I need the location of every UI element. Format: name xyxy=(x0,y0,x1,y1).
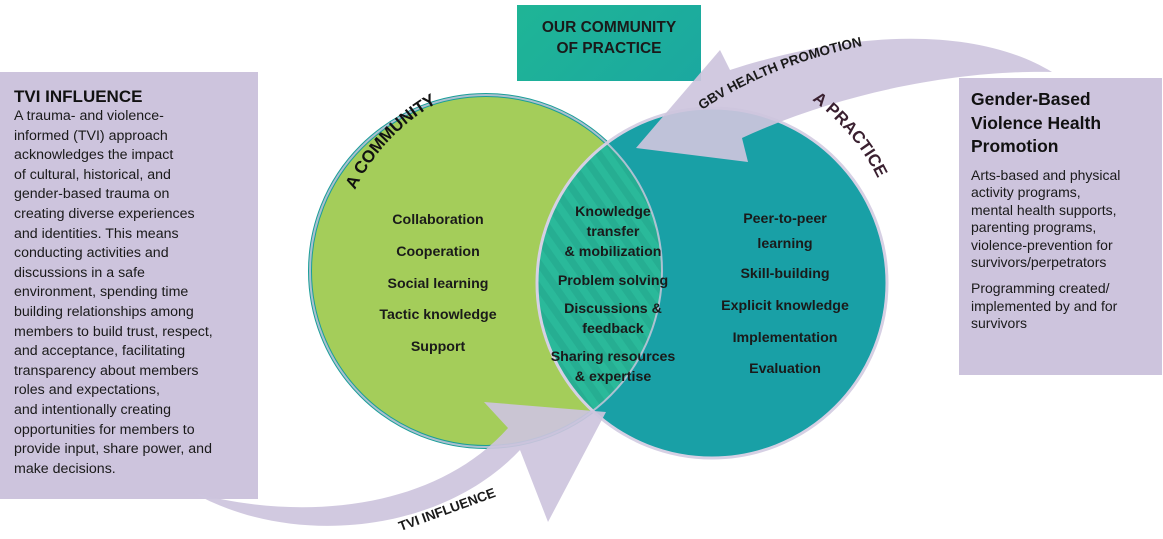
overlap-item: transfer xyxy=(587,224,640,240)
practice-item: Peer-to-peer xyxy=(743,211,827,227)
tvi-line: A trauma- and violence- xyxy=(14,108,164,124)
tvi-line: informed (TVI) approach xyxy=(14,127,168,144)
overlap-region xyxy=(537,108,662,447)
gbv-line: Programming created/ xyxy=(971,280,1110,297)
gbv-panel-paragraph-2: Programming created/ implemented by and … xyxy=(971,280,1154,333)
community-item: Tactic knowledge xyxy=(379,307,496,323)
tvi-line: building relationships among xyxy=(14,303,194,320)
gbv-line: survivors/perpetrators xyxy=(971,254,1107,271)
tvi-line: transparency about members xyxy=(14,362,199,379)
tvi-line: and acceptance, facilitating xyxy=(14,343,186,360)
practice-item: learning xyxy=(757,236,812,252)
gbv-title-line: Violence Health xyxy=(971,112,1102,133)
gbv-line: violence-prevention for xyxy=(971,236,1113,253)
tvi-line: conducting activities and xyxy=(14,245,169,262)
tvi-line: members to build trust, respect, xyxy=(14,323,213,340)
gbv-line: parenting programs, xyxy=(971,219,1097,236)
community-circle-outline xyxy=(309,94,663,448)
tvi-line: and intentionally creating xyxy=(14,401,171,418)
community-item: Social learning xyxy=(388,276,489,292)
overlap-item: Sharing resources xyxy=(551,349,676,365)
header-line: OF PRACTICE xyxy=(556,40,662,57)
tvi-panel-title: TVI INFLUENCE xyxy=(14,87,143,106)
gbv-title-line: Gender-Based xyxy=(971,89,1091,109)
community-item: Cooperation xyxy=(396,244,480,260)
gbv-line: activity programs, xyxy=(971,184,1081,201)
gbv-line: implemented by and for xyxy=(971,297,1118,314)
practice-item: Skill-building xyxy=(740,266,829,282)
overlap-item: feedback xyxy=(582,321,644,337)
tvi-line: make decisions. xyxy=(14,460,116,477)
gbv-arrow xyxy=(636,38,1052,163)
gbv-health-promotion-panel: Gender-Based Violence Health Promotion A… xyxy=(959,78,1162,375)
tvi-line: acknowledges the impact xyxy=(14,147,174,164)
tvi-line: opportunities for members to xyxy=(14,421,195,438)
header-line: OUR COMMUNITY xyxy=(541,19,677,36)
tvi-line: provide input, share power, and xyxy=(14,441,212,458)
gbv-line: Arts-based and physical xyxy=(971,166,1121,183)
practice-item: Evaluation xyxy=(749,361,821,377)
tvi-line: and identities. This means xyxy=(14,225,179,242)
gbv-title-line: Promotion xyxy=(971,136,1059,156)
gbv-panel-paragraph-1: Arts-based and physical activity program… xyxy=(971,167,1154,273)
practice-item: Implementation xyxy=(733,330,838,346)
gbv-line: mental health supports, xyxy=(971,201,1117,218)
community-item: Collaboration xyxy=(392,212,483,228)
tvi-line: of cultural, historical, and xyxy=(14,166,171,183)
overlap-item: Knowledge xyxy=(575,204,651,220)
tvi-line: roles and expectations, xyxy=(14,382,160,399)
gbv-line: survivors xyxy=(971,315,1028,332)
tvi-line: creating diverse experiences xyxy=(14,205,195,222)
our-community-of-practice-header: OUR COMMUNITY OF PRACTICE xyxy=(517,5,701,81)
tvi-line: environment, spending time xyxy=(14,284,189,301)
tvi-line: gender-based trauma on xyxy=(14,186,170,203)
overlap-item: & expertise xyxy=(575,369,652,385)
community-item: Support xyxy=(411,339,466,355)
practice-item: Explicit knowledge xyxy=(721,298,849,314)
overlap-item: Discussions & xyxy=(564,301,662,317)
tvi-arrow xyxy=(192,402,606,526)
gbv-panel-title: Gender-Based Violence Health Promotion xyxy=(971,88,1154,159)
tvi-line: discussions in a safe xyxy=(14,264,145,281)
overlap-item: & mobilization xyxy=(565,244,662,260)
tvi-panel-body: A trauma- and violence- informed (TVI) a… xyxy=(14,107,248,479)
tvi-influence-panel: TVI INFLUENCE A trauma- and violence- in… xyxy=(0,72,258,499)
overlap-item: Problem solving xyxy=(558,273,668,289)
